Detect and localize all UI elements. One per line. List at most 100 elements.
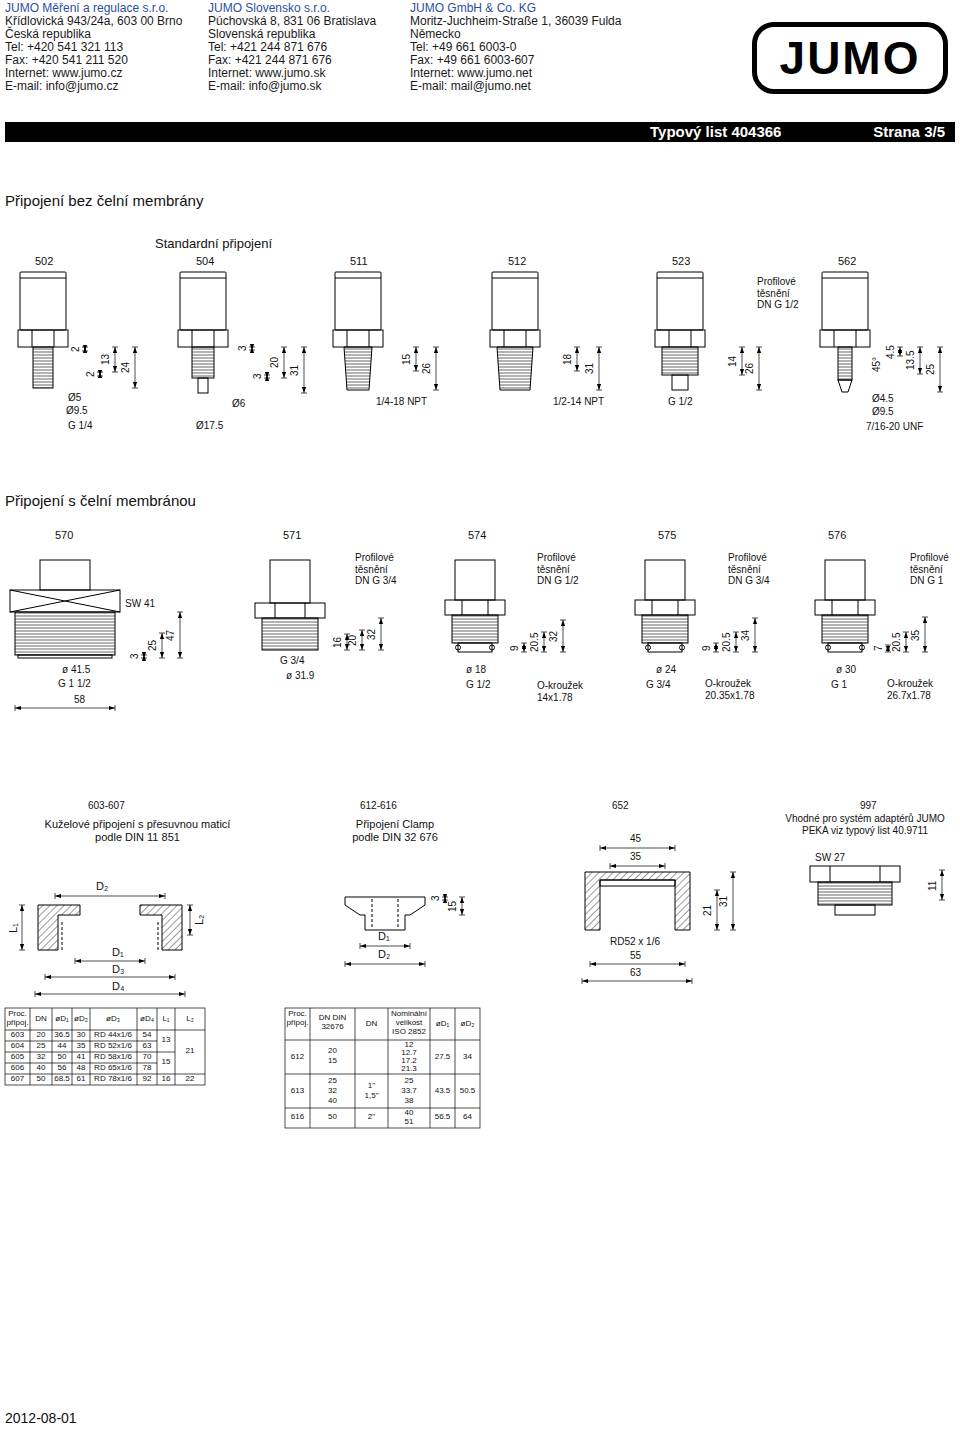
table-cell: DN DIN 32676 [311,1014,355,1032]
drawing-label: RD52 x 1/6 [610,936,660,948]
drawing-label: D₃ [112,963,124,976]
drawing-label: G 1 [831,679,847,691]
drawing-label: Profilové těsnění DN G 1 [910,552,955,587]
dimension-line [590,964,685,965]
drawing-label: 512 [508,255,526,268]
fitting-outline [818,882,892,905]
table-cell: øD₂ [74,1015,88,1024]
table-cell: 36.5 [54,1031,70,1040]
drawing-label: 652 [612,800,629,812]
drawing-label: ø 41.5 [62,664,90,676]
dimension-tick [15,705,692,997]
drawing-label: G 3/4 [280,655,304,667]
drawing-label: D₁ [378,930,390,943]
address-line: Tel: +420 541 321 113 [5,41,123,55]
dimension-line [15,347,942,994]
dimension-label: 14 [728,356,738,367]
fitting-outline [635,560,695,652]
fitting-outline [345,897,425,930]
dimension-label: 9 [702,645,712,651]
drawing-label: 63 [630,967,641,979]
table-cell: RD 65x1/6 [94,1064,132,1073]
sheet-title: Typový list 404366 [650,122,781,142]
dimension-label: L₁ [8,923,19,933]
drawing-label: 575 [658,529,676,542]
table-cell: 25 [37,1042,46,1051]
table-cell: 2" [368,1113,375,1122]
dimension-line [304,347,305,393]
dimension-line [115,347,116,372]
dimension-label: 31 [719,896,729,907]
table-cell: Proc. připoj. [286,1010,310,1028]
fitting-outline [10,590,120,612]
table-cell: RD 52x1/6 [94,1042,132,1051]
drawing-label: O-kroužek 26.7x1.78 [887,678,947,701]
drawing-label: G 1/4 [68,420,92,432]
dimension-line [563,620,564,652]
dimension-line [445,897,446,900]
dimension-tick [82,347,943,393]
dimension-label: 3 [238,345,248,351]
table-cell: 607 [11,1075,24,1084]
drawing-label: G 1 1/2 [58,678,91,690]
dimension-label: 15 [402,354,412,365]
drawing-label: Standardní připojení [155,237,272,252]
fitting-outline [15,612,115,655]
dimension-line [925,617,926,652]
drawing-label: G 1/2 [668,396,692,408]
address-line: E-mail: info@jumo.sk [208,80,322,94]
table-cell: 33.7 [401,1087,417,1096]
drawing-label: 35 [630,851,641,863]
dimension-line [100,372,101,376]
dimension-label: 31 [290,365,300,376]
company-logo: JUMO [752,22,948,94]
dimension-line [180,612,181,658]
drawing-label: 574 [468,529,486,542]
dimension-line [920,347,921,374]
dimension-label: 32 [367,629,377,640]
dimension-line [716,643,717,652]
dimension-label: 3 [431,895,441,901]
table-cell: øD₂ [461,1020,475,1029]
dimension-label: 16 [333,637,343,648]
fitting-outline [662,347,698,375]
dimension-label: 20 [270,357,280,368]
table-cell: 21 [186,1047,195,1056]
table-cell: RD 44x1/6 [94,1031,132,1040]
dimension-line [55,896,165,897]
drawing-label: G 1/2 [466,679,490,691]
dimension-line [524,643,525,652]
table-cell: 20 [37,1031,46,1040]
dimension-line [135,347,136,388]
drawing-label: 571 [283,529,301,542]
dimension-line [362,630,363,650]
dimension-label: 20.5 [530,633,540,652]
table-cell: 20 [328,1047,337,1056]
drawing-label: D₄ [112,980,124,993]
drawing-label: 603-607 [88,800,125,812]
table-cell: 22 [186,1075,195,1084]
table-cell: 34 [463,1053,472,1062]
dimension-line [759,347,760,390]
caption-text: Připojení Clamp podle DIN 32 676 [345,818,445,843]
fitting-outline [497,347,533,390]
table-cell: 40 [328,1097,337,1106]
fitting-outline [810,866,900,882]
table-cell: 92 [143,1075,152,1084]
fitting-outline [372,899,398,928]
dimension-line [577,347,578,371]
table-grid [310,1008,455,1128]
drawing-label: Profilové těsnění DN G 3/4 [355,552,405,587]
dimension-line [22,905,23,950]
dimension-line [345,964,425,965]
fitting-outline [344,347,372,390]
dimension-line [940,347,941,392]
fitting-outline [585,872,690,930]
dimension-label: 2 [86,371,96,377]
drawing-label: O-kroužek 20.35x1.78 [705,678,765,701]
address-line: Křídlovická 943/24a, 603 00 Brno [5,15,182,29]
section-heading: Připojení bez čelní membrány [5,192,203,209]
table-cell: 16 [162,1075,171,1084]
drawing-label: 570 [55,529,73,542]
table-cell: 40 [37,1064,46,1073]
